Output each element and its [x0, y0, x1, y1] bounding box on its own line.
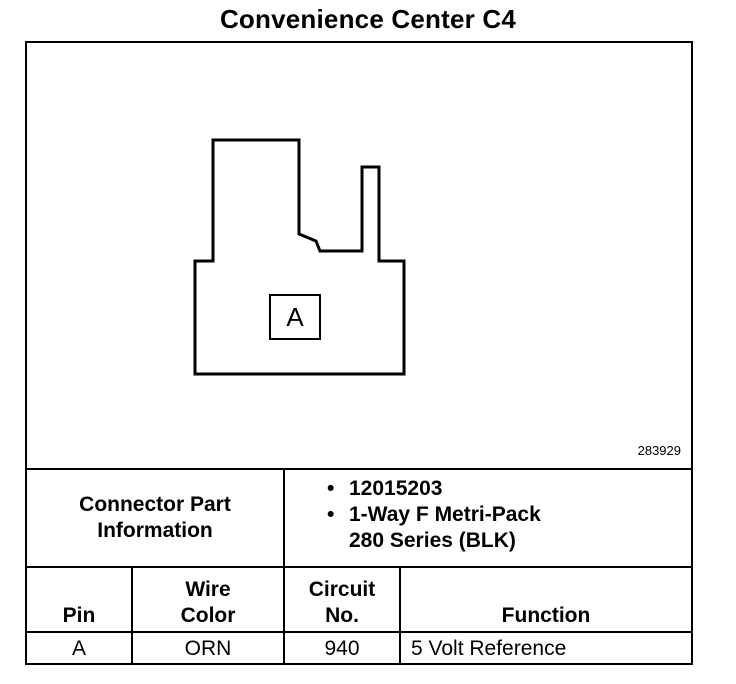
- page-title: Convenience Center C4: [219, 4, 517, 34]
- cell-wire-color: ORN: [133, 633, 285, 665]
- header-wire-color-line1: Wire: [185, 578, 231, 601]
- header-circuit: Circuit No.: [285, 568, 401, 631]
- table-header-row: Pin Wire Color Circuit No. Function: [27, 566, 691, 631]
- table-row: A ORN 940 5 Volt Reference: [27, 631, 691, 665]
- pin-a-cavity: A: [269, 294, 321, 340]
- pin-a-label: A: [286, 301, 304, 332]
- connector-chart: A 283929 Connector Part Information • 12…: [25, 41, 693, 665]
- connector-body-outline: [193, 138, 406, 376]
- header-circuit-line1: Circuit: [308, 578, 376, 601]
- image-id: 283929: [637, 443, 681, 458]
- part-number-item: • 12015203: [327, 476, 541, 502]
- part-number: 12015203: [349, 477, 443, 500]
- header-function-label: Function: [501, 604, 591, 627]
- description-line2: 280 Series (BLK): [349, 529, 516, 552]
- cell-function: 5 Volt Reference: [411, 637, 567, 660]
- header-function: Function: [401, 568, 691, 631]
- cell-pin: A: [27, 633, 133, 665]
- bullet-icon: •: [327, 503, 335, 526]
- header-wire-color: Wire Color: [133, 568, 285, 631]
- header-wire-color-line2: Color: [180, 604, 236, 627]
- connector-info-row: Connector Part Information • 12015203 • …: [27, 468, 691, 566]
- cell-circuit: 940: [285, 633, 401, 665]
- connector-outline: [193, 138, 406, 376]
- header-pin-label: Pin: [62, 604, 96, 627]
- description-item: • 1-Way F Metri-Pack: [327, 502, 541, 528]
- connector-diagram: A 283929: [27, 43, 691, 468]
- bullet-icon: •: [327, 477, 335, 500]
- connector-info-label: Connector Part Information: [27, 470, 285, 566]
- header-pin: Pin: [27, 568, 133, 631]
- header-circuit-line2: No.: [325, 604, 359, 627]
- connector-info-label-line1: Connector Part: [79, 493, 231, 516]
- connector-info-values: • 12015203 • 1-Way F Metri-Pack 280 Seri…: [327, 476, 541, 554]
- connector-info-label-line2: Information: [97, 519, 213, 542]
- description-line1: 1-Way F Metri-Pack: [349, 503, 541, 526]
